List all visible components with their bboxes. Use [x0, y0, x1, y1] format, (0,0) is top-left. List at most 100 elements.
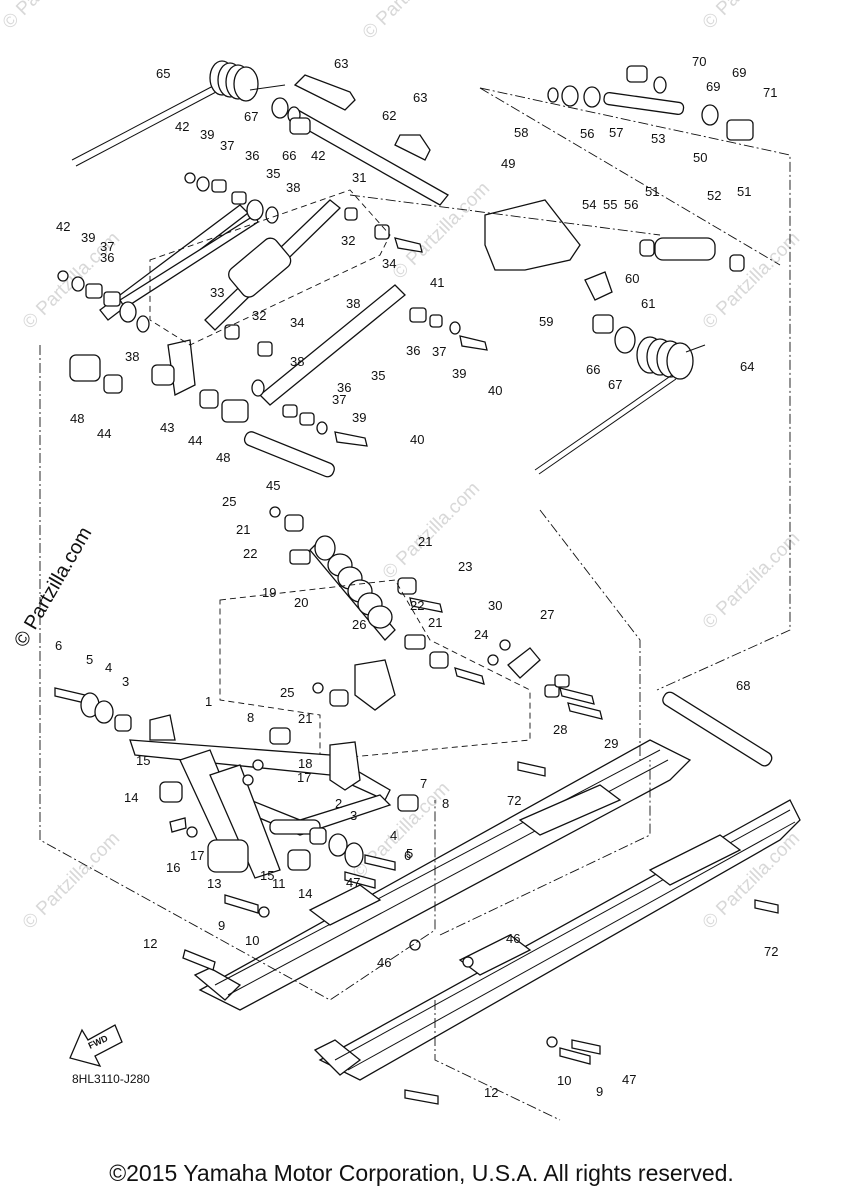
callout-number: 63: [334, 56, 348, 71]
callout-number: 7: [420, 776, 427, 791]
callout-number: 68: [736, 678, 750, 693]
rear-shock-19: [309, 535, 396, 641]
callout-number: 19: [262, 585, 276, 600]
callout-number: 37: [100, 239, 114, 254]
callout-number: 38: [125, 349, 139, 364]
callout-number: 9: [218, 918, 225, 933]
callout-number: 72: [764, 944, 778, 959]
callout-number: 29: [604, 736, 618, 751]
collar-70: [626, 65, 648, 83]
callout-number: 8: [442, 796, 449, 811]
bolt-24: [454, 667, 485, 685]
bolt-47b: [571, 1039, 601, 1055]
collar-8b: [397, 794, 419, 812]
callout-number: 66: [282, 148, 296, 163]
bushing-set-lower: [251, 379, 328, 435]
slide-rail-left: [193, 739, 692, 1011]
guide-line: [39, 740, 436, 1001]
guide-line: [479, 87, 791, 691]
callout-number: 27: [540, 607, 554, 622]
bushing-13: [207, 839, 249, 873]
callout-number: 39: [81, 230, 95, 245]
callout-number: 59: [539, 314, 553, 329]
callout-number: 62: [382, 108, 396, 123]
callout-number: 10: [557, 1073, 571, 1088]
callout-number: 6: [404, 848, 411, 863]
nut-10b: [546, 1036, 558, 1048]
callout-number: 12: [484, 1085, 498, 1100]
torsion-spring-left: [71, 60, 286, 167]
assembly-outline-shock: [219, 579, 531, 761]
callout-number: 61: [641, 296, 655, 311]
callout-number: 36: [100, 250, 114, 265]
callout-number: 6: [55, 638, 62, 653]
callout-number: 3: [122, 674, 129, 689]
callout-number: 67: [608, 377, 622, 392]
callout-number: 39: [352, 410, 366, 425]
callout-number: 42: [175, 119, 189, 134]
callout-number: 25: [222, 494, 236, 509]
callout-number: 15: [260, 868, 274, 883]
bushing-set-left: [57, 270, 150, 333]
callout-number: 45: [266, 478, 280, 493]
callout-number: 1: [205, 694, 212, 709]
callout-number: 37: [332, 392, 346, 407]
collar-21c: [429, 651, 449, 669]
bolt-29a: [559, 687, 595, 705]
callout-number: 23: [458, 559, 472, 574]
callout-number: 55: [603, 197, 617, 212]
collar-21a: [284, 514, 304, 532]
bushing-14b: [287, 849, 311, 871]
collar-21b: [397, 577, 417, 595]
bushing-43: [151, 364, 175, 386]
collar-8a: [269, 727, 291, 745]
watermark: © Partzilla.com: [699, 0, 804, 34]
bolt-47a: [344, 871, 376, 889]
callout-number: 42: [311, 148, 325, 163]
bushing-48a: [69, 354, 101, 382]
bushing-44b: [199, 389, 219, 409]
bracket-26: [354, 659, 396, 711]
callout-number: 18: [298, 756, 312, 771]
callout-number: 26: [352, 617, 366, 632]
callout-number: 28: [553, 722, 567, 737]
watermark: © Partzilla.com: [19, 828, 124, 933]
callout-number: 65: [156, 66, 170, 81]
callout-number: 10: [245, 933, 259, 948]
callout-number: 39: [200, 127, 214, 142]
guide-line: [439, 760, 651, 936]
callout-number: 35: [266, 166, 280, 181]
collar-22b: [404, 634, 426, 650]
callout-number: 31: [352, 170, 366, 185]
callout-number: 58: [514, 125, 528, 140]
shaft-45: [243, 431, 335, 478]
callout-number: 56: [624, 197, 638, 212]
callout-number: 51: [737, 184, 751, 199]
collar-71: [726, 119, 754, 141]
nut-46a: [409, 939, 421, 951]
callout-number: 56: [580, 126, 594, 141]
watermark: © Partzilla.com: [359, 0, 464, 44]
callout-number: 48: [70, 411, 84, 426]
callout-number: 15: [136, 753, 150, 768]
guide-line: [479, 87, 781, 266]
bolt-9a: [224, 894, 259, 914]
callout-number: 69: [706, 79, 720, 94]
collar-63b: [394, 134, 431, 161]
callout-number: 72: [507, 793, 521, 808]
bushing-set-upper-left: [184, 172, 279, 224]
bolt-29b: [567, 702, 603, 720]
callout-number: 21: [298, 711, 312, 726]
shock-absorber-33: [204, 199, 341, 331]
diagram-code: 8HL3110-J280: [72, 1072, 150, 1086]
callout-number: 35: [371, 368, 385, 383]
bolt-72a: [517, 761, 546, 777]
callout-number: 47: [346, 875, 360, 890]
callout-number: 4: [390, 828, 397, 843]
washer-5b: [344, 842, 364, 868]
watermark: © Partzilla.com: [0, 0, 104, 34]
bracket-49: [484, 199, 581, 271]
callout-number: 14: [124, 790, 138, 805]
callout-number: 37: [220, 138, 234, 153]
washer-69a: [653, 76, 667, 94]
